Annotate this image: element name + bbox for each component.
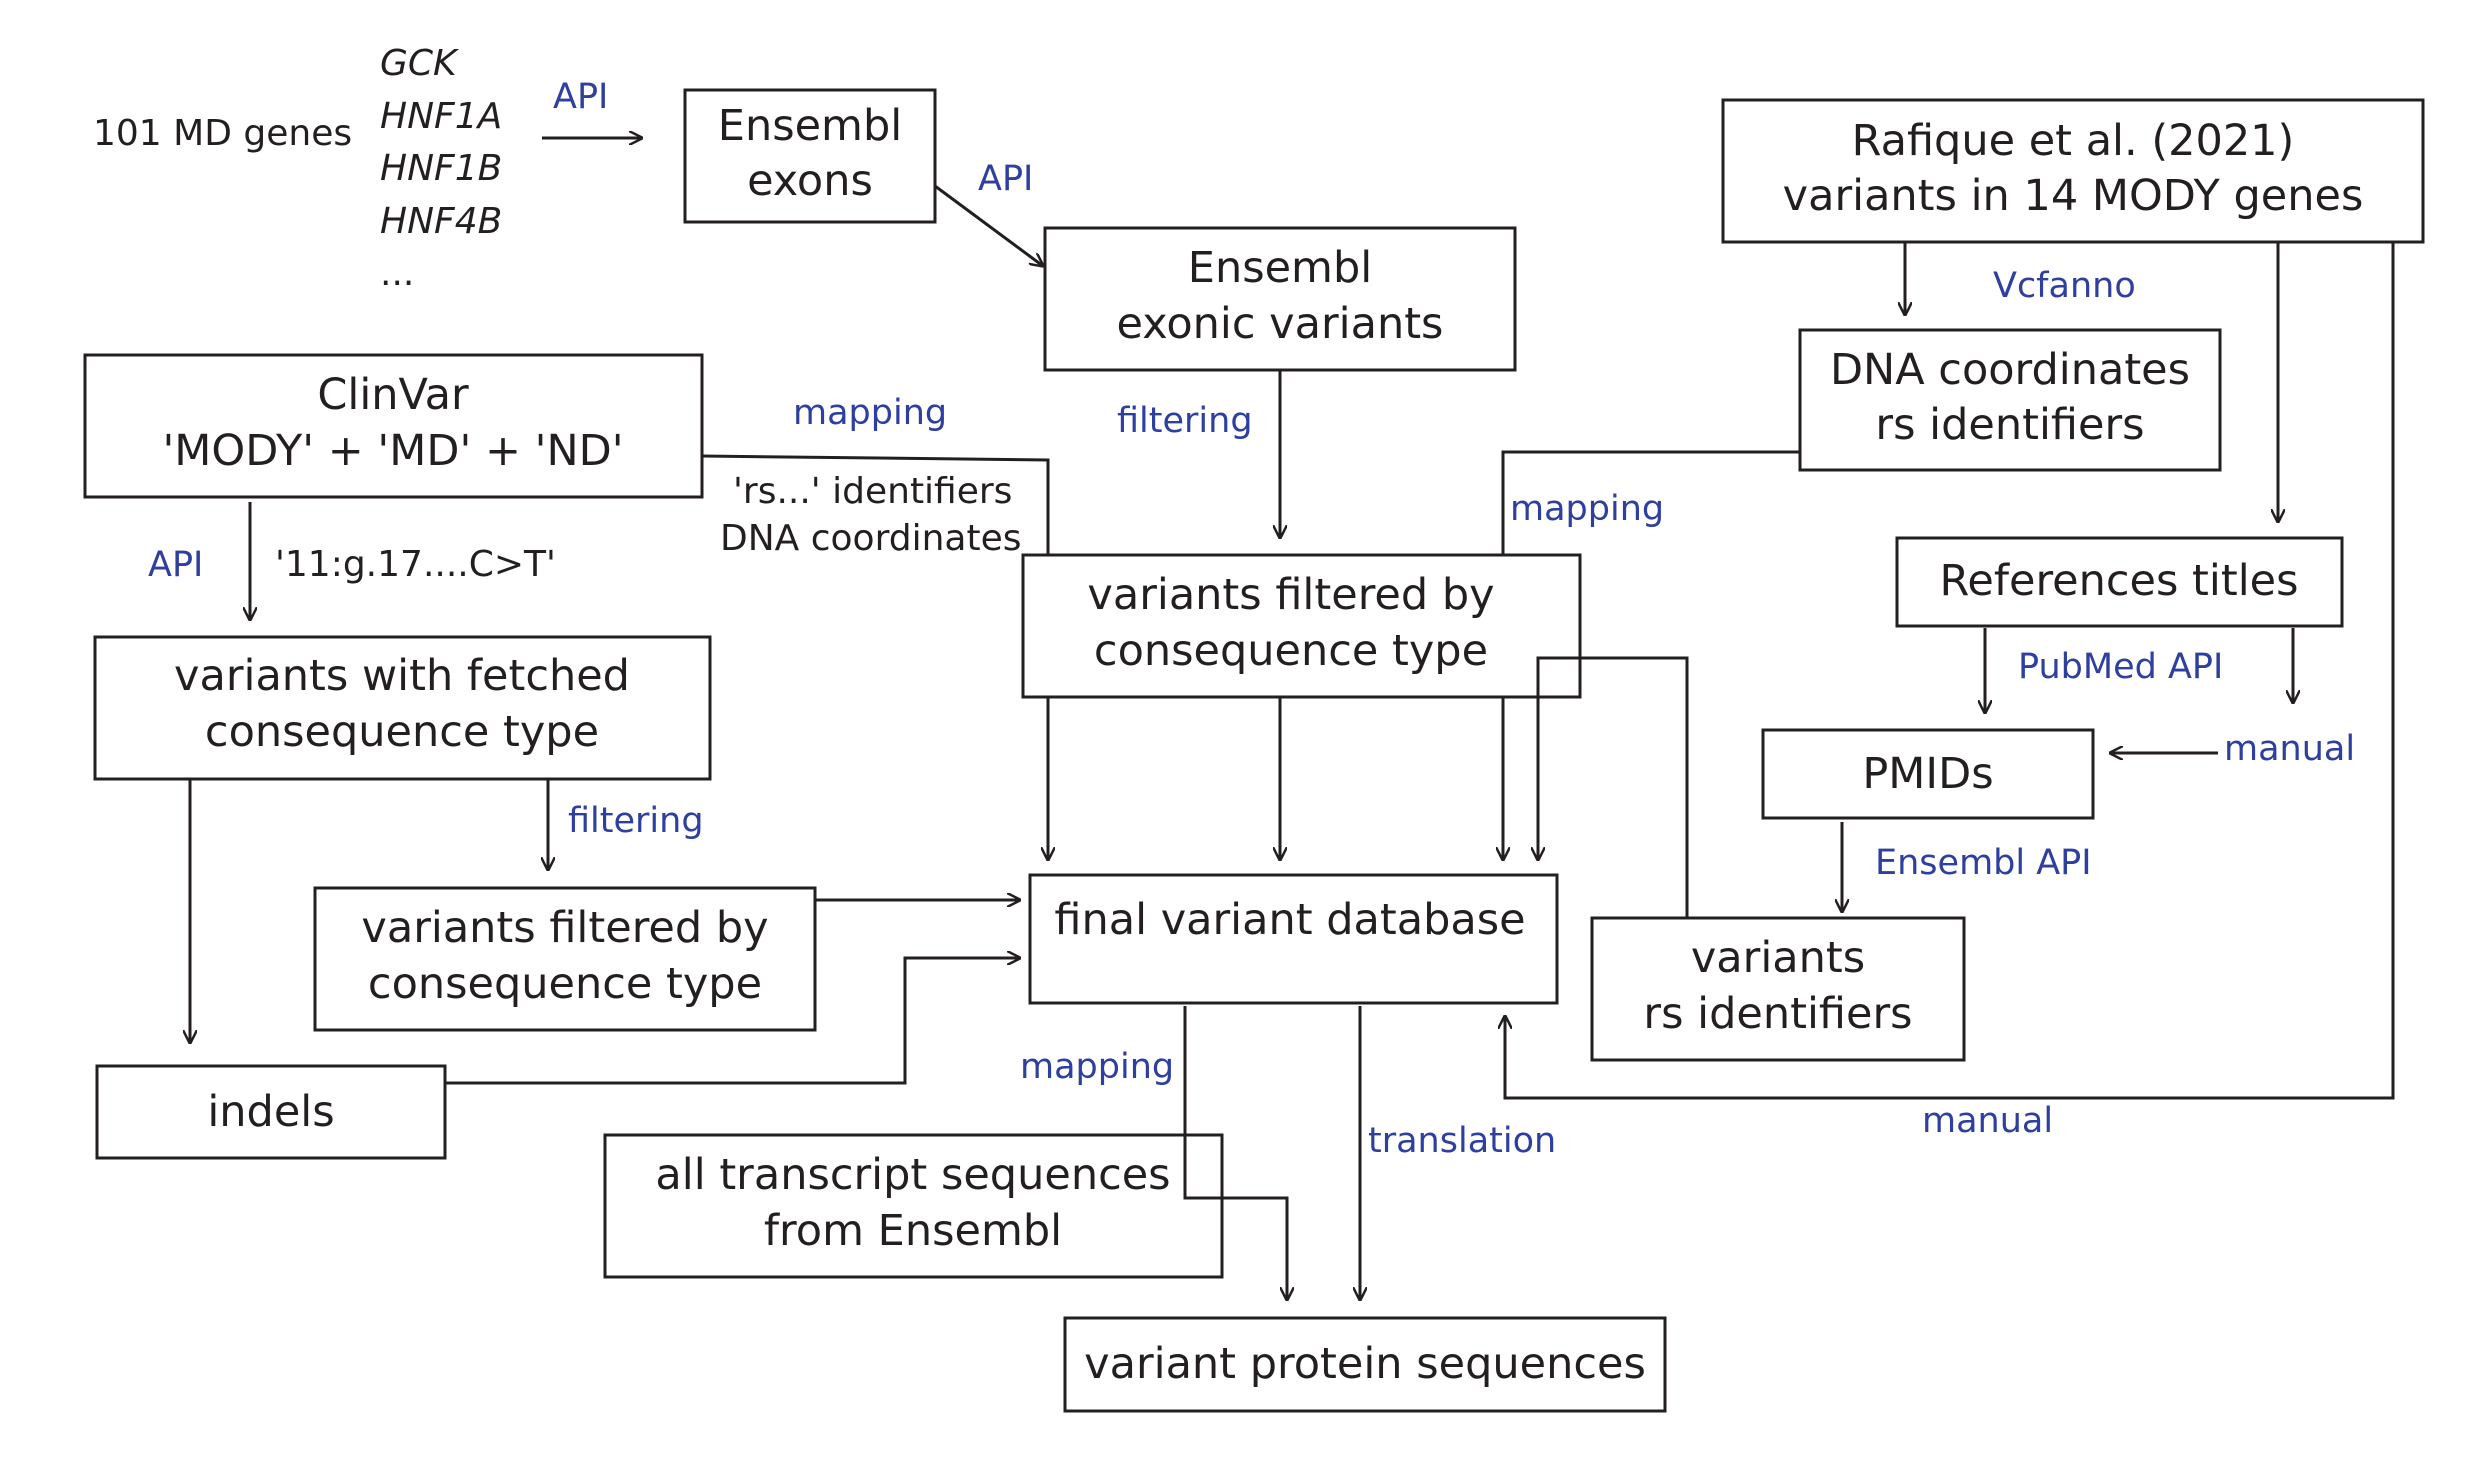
box-indels — [95, 1064, 447, 1160]
nodes — [83, 88, 2425, 1413]
label-filtering-left: filtering — [568, 801, 704, 841]
edge-labels: API API Vcfanno mapping filtering mappin… — [148, 77, 2355, 1161]
box-ensembl-exons — [683, 88, 937, 224]
label-manual-final: manual — [1922, 1101, 2053, 1141]
gene-gck: GCK — [380, 43, 459, 84]
final-db-text: final variant database — [1054, 895, 1525, 945]
edge-indels-to-final — [445, 958, 1020, 1085]
gene-list: 101 MD genes GCK HNF1A HNF1B HNF4B ... — [93, 43, 502, 294]
edge-variants-rs-to-final — [1538, 656, 1689, 918]
box-filtered-left — [313, 886, 817, 1032]
transcripts-line1: all transcript sequences — [655, 1150, 1170, 1200]
transcripts-line2: from Ensembl — [764, 1206, 1062, 1256]
label-ensembl-api: Ensembl API — [1875, 843, 2092, 883]
ensembl-exons-line1: Ensembl — [718, 101, 902, 151]
box-pmids — [1761, 728, 2095, 820]
indels-text: indels — [207, 1087, 334, 1137]
edge-rafique-to-final-manual — [1505, 242, 2395, 1100]
box-rafique — [1721, 98, 2425, 244]
rafique-line2: variants in 14 MODY genes — [1783, 171, 2364, 221]
label-api-genes: API — [553, 77, 608, 117]
references-titles-text: References titles — [1939, 556, 2298, 606]
filtered-center-line2: consequence type — [1094, 626, 1488, 676]
label-api-clinvar: API — [148, 545, 203, 585]
annotation-hgvs-example: '11:g.17....C>T' — [275, 544, 556, 585]
box-transcripts — [603, 1133, 1224, 1279]
label-mapping-clinvar: mapping — [793, 393, 947, 433]
annotation-dna-coordinates: DNA coordinates — [720, 518, 1021, 559]
box-clinvar — [83, 353, 704, 499]
pmids-text: PMIDs — [1862, 749, 1993, 799]
box-protein-seqs — [1063, 1316, 1667, 1413]
ensembl-exonic-variants-line2: exonic variants — [1117, 299, 1444, 349]
edge-clinvar-to-final-mapping — [701, 454, 1048, 860]
variants-rs-line2: rs identifiers — [1643, 989, 1912, 1039]
label-filtering-ensembl: filtering — [1117, 401, 1253, 441]
node-texts: Ensembl exons Ensembl exonic variants Ra… — [162, 101, 2363, 1389]
box-variants-rs — [1590, 916, 1966, 1062]
clinvar-line2: 'MODY' + 'MD' + 'ND' — [162, 426, 623, 476]
clinvar-line1: ClinVar — [317, 370, 469, 420]
edge-variants-rs-through-filtered — [1536, 656, 1580, 700]
genes-label: 101 MD genes — [93, 113, 352, 154]
label-manual-pmids: manual — [2224, 729, 2355, 769]
edge-exons-to-exonic-variants — [934, 184, 1043, 266]
label-vcfanno: Vcfanno — [1993, 266, 2136, 306]
label-mapping-final: mapping — [1020, 1047, 1174, 1087]
filtered-left-line1: variants filtered by — [361, 903, 768, 953]
label-translation: translation — [1368, 1121, 1556, 1161]
ensembl-exons-line2: exons — [747, 156, 873, 206]
gene-hnf1b: HNF1B — [380, 148, 502, 189]
annotation-rs-identifiers: 'rs...' identifiers — [733, 471, 1012, 512]
filtered-left-line2: consequence type — [368, 959, 762, 1009]
box-final-db — [1028, 873, 1559, 1005]
label-mapping-dna: mapping — [1510, 489, 1664, 529]
box-ensembl-exonic-variants — [1043, 226, 1517, 372]
variants-rs-line1: variants — [1691, 933, 1865, 983]
edge-dna-coords-to-final-mapping — [1503, 450, 1800, 860]
box-fetched-consequence — [93, 635, 712, 781]
fetched-consequence-line2: consequence type — [205, 707, 599, 757]
box-filtered-center — [1021, 553, 1582, 699]
filtered-center-line1: variants filtered by — [1087, 570, 1494, 620]
dna-coords-rs-line2: rs identifiers — [1875, 400, 2144, 450]
ensembl-exonic-variants-line1: Ensembl — [1188, 243, 1372, 293]
gene-ellipsis: ... — [380, 253, 414, 294]
label-api-exons: API — [978, 159, 1033, 199]
fetched-consequence-line1: variants with fetched — [174, 651, 630, 701]
overlay-edges — [1183, 656, 1580, 1200]
label-pubmed-api: PubMed API — [2018, 647, 2223, 687]
annotations: 'rs...' identifiers DNA coordinates '11:… — [275, 471, 1021, 585]
box-references-titles — [1895, 536, 2344, 628]
gene-hnf1a: HNF1A — [380, 96, 502, 137]
edges — [190, 138, 2395, 1300]
protein-seqs-text: variant protein sequences — [1084, 1339, 1646, 1389]
edge-final-through-transcripts — [1183, 1135, 1222, 1200]
rafique-line1: Rafique et al. (2021) — [1852, 116, 2295, 166]
gene-hnf4b: HNF4B — [380, 201, 502, 242]
box-dna-coords-rs — [1798, 328, 2222, 472]
edge-final-to-protein-mapping — [1183, 1006, 1287, 1300]
dna-coords-rs-line1: DNA coordinates — [1830, 345, 2190, 395]
